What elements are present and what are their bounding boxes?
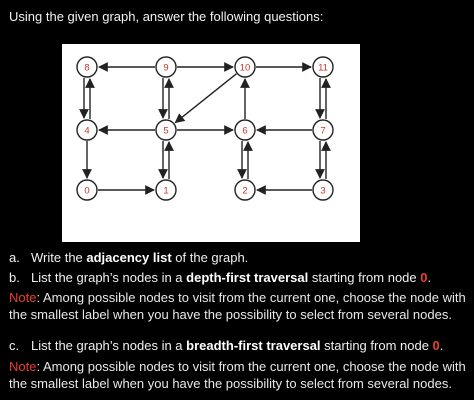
node-label-4: 4 [84, 126, 89, 137]
graph-node-4: 4 [76, 119, 98, 141]
question-c-node: 0 [432, 338, 440, 353]
graph-node-3: 3 [312, 179, 334, 201]
graph-node-11: 11 [312, 56, 334, 78]
node-label-1: 1 [163, 186, 168, 197]
graph-node-1: 1 [155, 179, 177, 201]
note-2: Note: Among possible nodes to visit from… [9, 358, 469, 392]
node-circle-5 [155, 119, 177, 141]
question-c-post: . [439, 338, 444, 353]
note-2-text: : Among possible nodes to visit from the… [9, 359, 466, 391]
node-circle-0 [76, 179, 98, 201]
graph-panel: 0 1 2 3 4 5 6 7 8 9 10 11 [62, 44, 360, 242]
node-circle-9 [155, 56, 177, 78]
graph-node-10: 10 [234, 56, 256, 78]
node-label-2: 2 [242, 186, 247, 197]
node-circle-2 [234, 179, 256, 201]
question-b-letter: b. [9, 270, 20, 285]
question-c-letter: c. [9, 338, 20, 353]
node-label-3: 3 [320, 186, 325, 197]
node-circle-3 [312, 179, 334, 201]
node-label-0: 0 [84, 186, 89, 197]
graph-node-9: 9 [155, 56, 177, 78]
node-label-8: 8 [84, 63, 89, 74]
node-circle-1 [155, 179, 177, 201]
nodes-layer: 0 1 2 3 4 5 6 7 8 9 10 11 [76, 56, 334, 201]
note-1-text: : Among possible nodes to visit from the… [9, 290, 466, 322]
graph-node-2: 2 [234, 179, 256, 201]
note-2-label: Note [9, 359, 37, 374]
graph-diagram: 0 1 2 3 4 5 6 7 8 9 10 11 [76, 56, 334, 201]
node-circle-6 [234, 119, 256, 141]
question-c: c. List the graph’s nodes in a breadth-fi… [9, 338, 443, 353]
question-b-mid: starting from node [308, 270, 421, 285]
node-circle-10 [234, 56, 256, 78]
question-a-letter: a. [9, 250, 20, 265]
graph-node-6: 6 [234, 119, 256, 141]
question-b-node: 0 [420, 270, 428, 285]
node-label-7: 7 [320, 126, 325, 137]
edge-10-to-5 [174, 73, 237, 124]
graph-node-7: 7 [312, 119, 334, 141]
question-a-bold: adjacency list [86, 250, 172, 265]
edges-layer [79, 62, 331, 195]
node-circle-7 [312, 119, 334, 141]
question-a-pre: Write the [31, 250, 87, 265]
question-a: a. Write the adjacency list of the graph. [9, 250, 248, 265]
node-label-5: 5 [163, 126, 168, 137]
graph-node-0: 0 [76, 179, 98, 201]
question-a-post: of the graph. [171, 250, 249, 265]
question-b: b. List the graph’s nodes in a depth-firs… [9, 270, 431, 285]
question-b-bold: depth-first traversal [186, 270, 309, 285]
node-label-9: 9 [163, 63, 168, 74]
node-circle-4 [76, 119, 98, 141]
question-b-pre: List the graph’s nodes in a [31, 270, 187, 285]
note-1-label: Note [9, 290, 37, 305]
question-c-pre: List the graph’s nodes in a [31, 338, 187, 353]
node-label-10: 10 [240, 63, 251, 74]
graph-node-8: 8 [76, 56, 98, 78]
graph-node-5: 5 [155, 119, 177, 141]
question-b-post: . [427, 270, 432, 285]
note-1: Note: Among possible nodes to visit from… [9, 289, 469, 323]
intro-text: Using the given graph, answer the follow… [9, 9, 324, 24]
node-circle-8 [76, 56, 98, 78]
node-circle-11 [312, 56, 334, 78]
question-c-mid: starting from node [320, 338, 433, 353]
node-label-6: 6 [242, 126, 247, 137]
question-c-bold: breadth-first traversal [186, 338, 321, 353]
node-label-11: 11 [318, 63, 328, 74]
